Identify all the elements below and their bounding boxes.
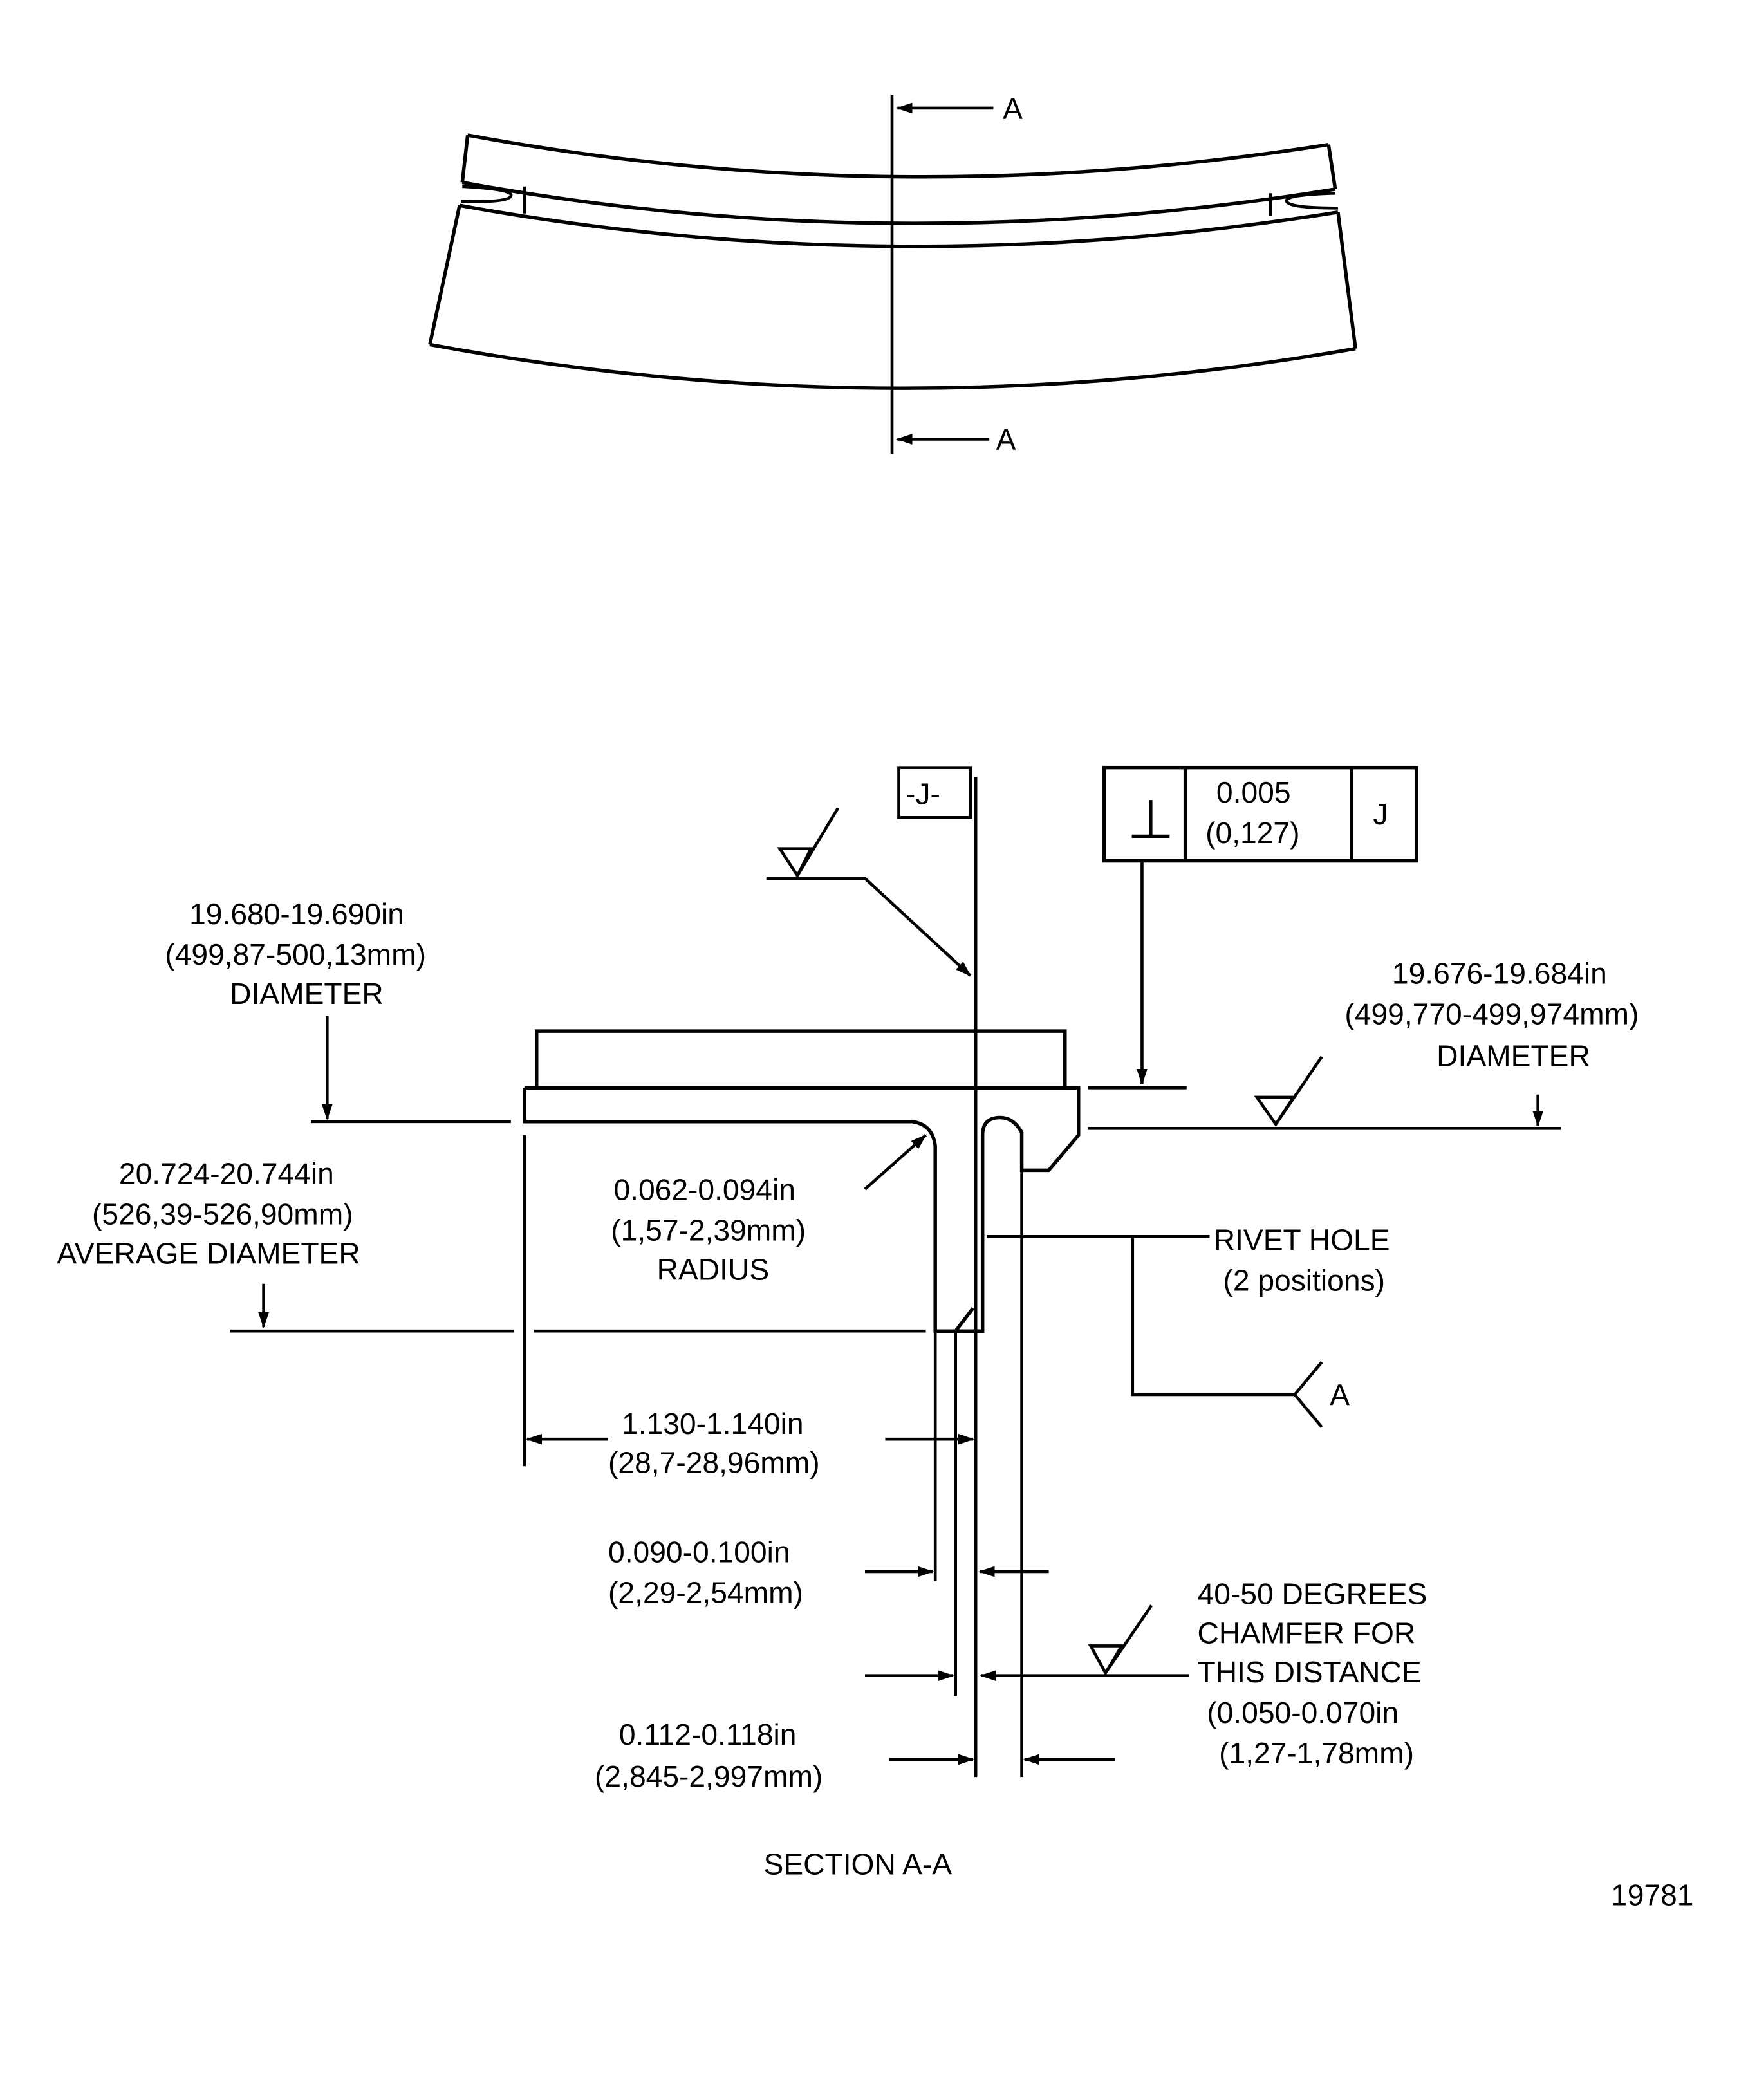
dimension-thickness: 0.112-0.118in (2,845-2,997mm) (595, 1670, 1115, 1793)
svg-text:(0.050-0.070in: (0.050-0.070in (1207, 1696, 1399, 1729)
section-profile (523, 777, 1081, 1778)
section-cut-line: A A (890, 92, 1023, 456)
svg-text:AVERAGE DIAMETER: AVERAGE DIAMETER (57, 1236, 360, 1270)
svg-text:(1,57-2,39mm): (1,57-2,39mm) (611, 1214, 806, 1247)
svg-text:(28,7-28,96mm): (28,7-28,96mm) (608, 1446, 820, 1480)
feature-control-frame: ⊥ 0.005 (0,127) J (1088, 765, 1418, 1090)
svg-text:0.062-0.094in: 0.062-0.094in (613, 1173, 795, 1207)
svg-text:-J-: -J- (906, 777, 940, 810)
section-caption: SECTION A-A (764, 1847, 953, 1881)
svg-text:(526,39-526,90mm): (526,39-526,90mm) (92, 1197, 353, 1231)
svg-text:(2 positions): (2 positions) (1223, 1263, 1385, 1297)
svg-text:19.676-19.684in: 19.676-19.684in (1392, 957, 1607, 990)
svg-text:(2,29-2,54mm): (2,29-2,54mm) (608, 1575, 803, 1609)
svg-text:(2,845-2,997mm): (2,845-2,997mm) (595, 1760, 823, 1793)
dimension-web: 0.090-0.100in (2,29-2,54mm) (608, 1535, 1049, 1609)
surface-finish-symbols (766, 807, 1323, 1682)
slot-right (1285, 191, 1338, 210)
svg-text:0.090-0.100in: 0.090-0.100in (608, 1535, 790, 1568)
top-view-band (428, 133, 1357, 390)
svg-text:DIAMETER: DIAMETER (1436, 1039, 1590, 1073)
dimension-radius: 0.062-0.094in (1,57-2,39mm) RADIUS (611, 1134, 927, 1286)
svg-text:THIS DISTANCE: THIS DISTANCE (1198, 1655, 1422, 1689)
figure-number: 19781 (1611, 1879, 1693, 1912)
svg-text:1.130-1.140in: 1.130-1.140in (622, 1407, 804, 1440)
perpendicularity-icon: ⊥ (1127, 789, 1174, 850)
datum-j-box: -J- (897, 766, 972, 819)
svg-text:19.680-19.690in: 19.680-19.690in (189, 897, 404, 931)
dimension-top-left: 19.680-19.690in (499,87-500,13mm) DIAMET… (165, 897, 511, 1124)
svg-text:20.724-20.744in: 20.724-20.744in (119, 1157, 334, 1190)
svg-text:(1,27-1,78mm): (1,27-1,78mm) (1219, 1736, 1414, 1770)
svg-text:0.005: 0.005 (1216, 776, 1291, 809)
svg-text:RIVET HOLE: RIVET HOLE (1214, 1223, 1390, 1256)
dimension-width: 1.130-1.140in (28,7-28,96mm) (525, 1407, 975, 1480)
svg-text:(499,87-500,13mm): (499,87-500,13mm) (165, 938, 426, 971)
slot-left (461, 185, 513, 203)
svg-text:(499,770-499,974mm): (499,770-499,974mm) (1344, 998, 1639, 1031)
section-label-bottom: A (996, 423, 1016, 456)
svg-text:(0,127): (0,127) (1205, 816, 1299, 850)
svg-text:CHAMFER FOR: CHAMFER FOR (1198, 1616, 1416, 1649)
dimension-top-right: 19.676-19.684in (499,770-499,974mm) DIAM… (1088, 957, 1639, 1130)
svg-text:40-50 DEGREES: 40-50 DEGREES (1198, 1577, 1427, 1610)
rivet-hole-callout: RIVET HOLE (2 positions) A (986, 1223, 1390, 1428)
svg-text:A: A (1330, 1379, 1350, 1412)
svg-text:J: J (1373, 797, 1388, 831)
chamfer-note: 40-50 DEGREES CHAMFER FOR THIS DISTANCE … (1198, 1577, 1427, 1770)
svg-text:DIAMETER: DIAMETER (230, 977, 384, 1010)
svg-text:0.112-0.118in: 0.112-0.118in (619, 1718, 797, 1751)
dimension-average-diameter: 20.724-20.744in (526,39-526,90mm) AVERAG… (57, 1157, 926, 1333)
svg-text:RADIUS: RADIUS (657, 1252, 770, 1286)
section-label-top: A (1003, 92, 1023, 125)
